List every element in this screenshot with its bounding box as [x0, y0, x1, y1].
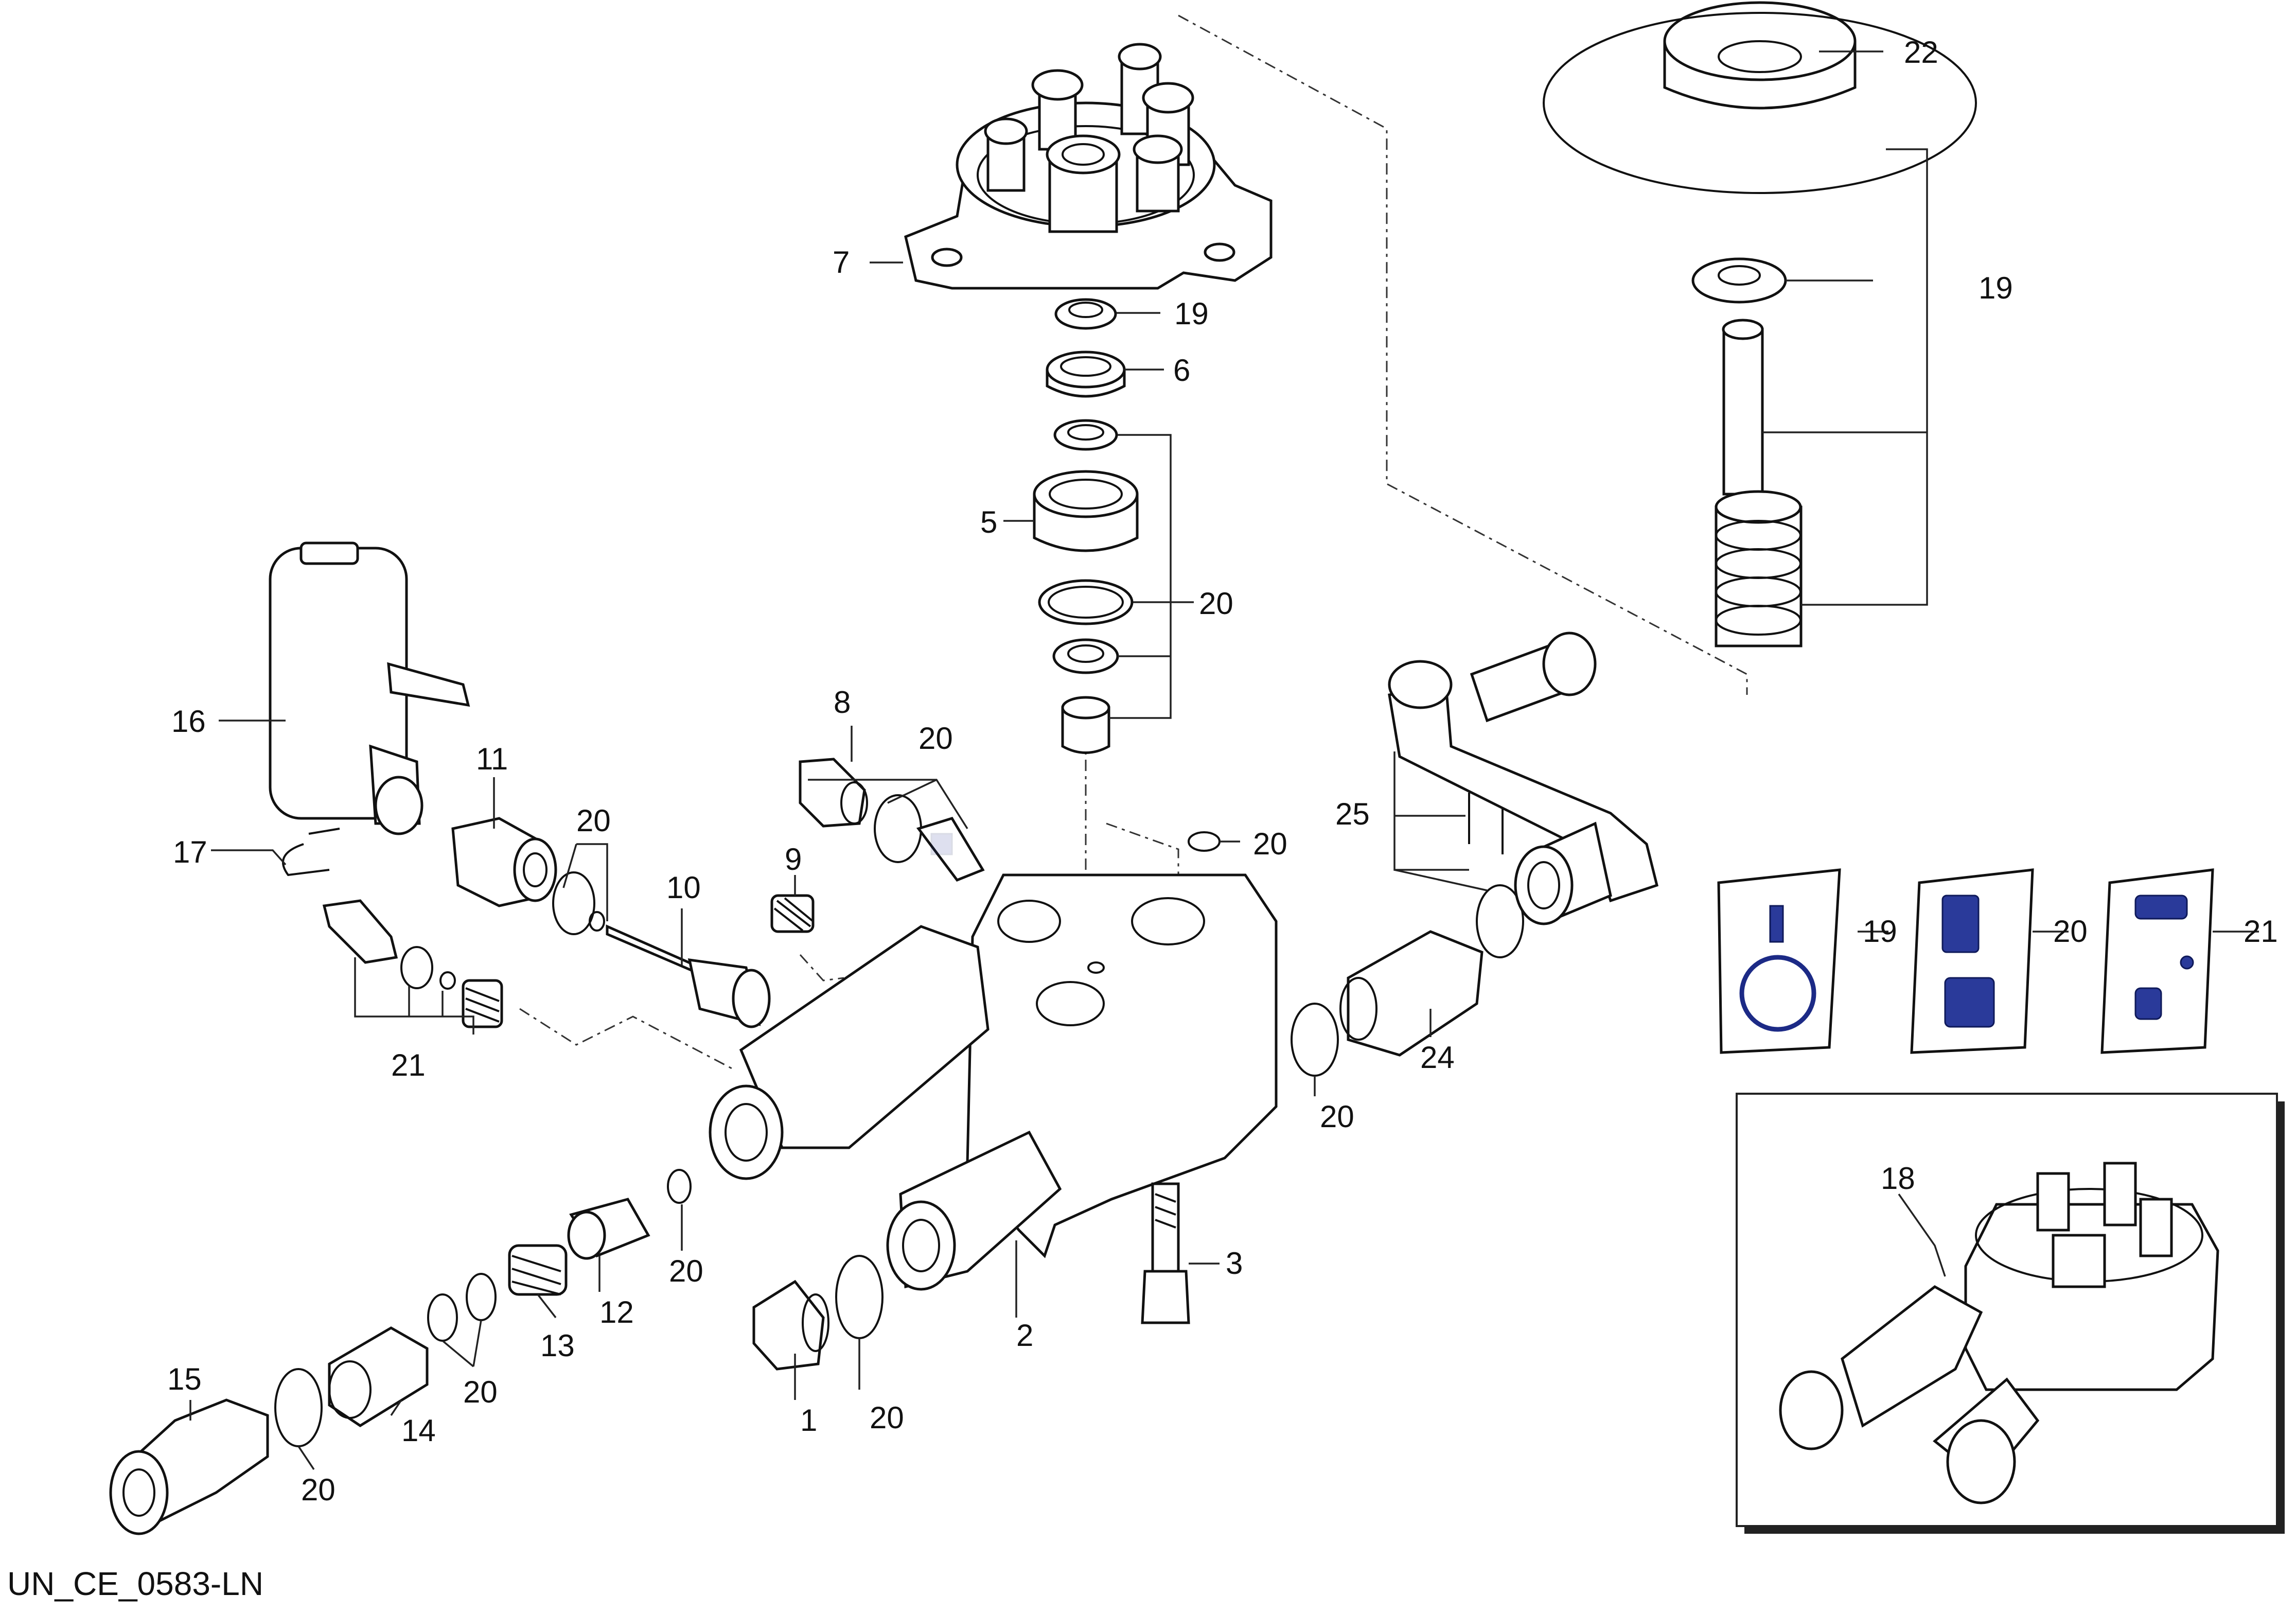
part-20-oring-8	[874, 794, 922, 863]
part-17-clip	[282, 828, 340, 877]
part-24-connector	[1339, 930, 1483, 1057]
inset-panel-18	[1736, 1093, 2285, 1534]
callout-19-top: 19	[1174, 296, 1209, 331]
callout-20-lower: 20	[463, 1375, 498, 1409]
callout-labels: 7 19 6 5 20 22 19 16 17 11 20 10 9 8 20 …	[167, 35, 2278, 1507]
part-20-small-oring-right	[1188, 831, 1221, 852]
bypass-pipe	[1388, 632, 1658, 925]
part-20-oring-24	[1291, 1003, 1339, 1077]
part-20-orings-left-top	[552, 871, 605, 935]
part-1-plug	[752, 1280, 829, 1371]
part-12-piston	[567, 1198, 650, 1260]
callout-6: 6	[1173, 353, 1190, 388]
part-19-seal-stack	[1054, 298, 1117, 330]
callout-1: 1	[800, 1403, 817, 1438]
callout-21-kit: 21	[2244, 914, 2278, 949]
callout-19-right: 19	[1979, 271, 2013, 305]
part-21-inlet-fitting-set	[322, 899, 503, 1028]
callout-5: 5	[980, 505, 997, 539]
callout-20-right: 20	[1320, 1099, 1354, 1134]
part-20-oring-pipe	[1476, 884, 1524, 958]
callout-12: 12	[599, 1295, 634, 1329]
callout-20-kit: 20	[2053, 914, 2088, 949]
part-6-valve-seat	[1046, 351, 1126, 398]
callout-20-bottom: 20	[301, 1473, 335, 1507]
callout-14: 14	[401, 1413, 436, 1448]
part-16-pressure-switch	[269, 541, 470, 835]
kit-20-bag	[1910, 868, 2034, 1054]
callout-20-body: 20	[669, 1254, 703, 1288]
callout-20-small: 20	[1253, 827, 1287, 861]
callout-20-stack: 20	[1199, 586, 1233, 621]
callout-25: 25	[1335, 797, 1370, 831]
callout-13: 13	[540, 1328, 575, 1363]
part-20-valve-8	[916, 817, 985, 882]
callout-21: 21	[391, 1048, 426, 1082]
callout-22: 22	[1904, 35, 1938, 69]
part-13-spring	[508, 1244, 568, 1296]
part-11-fitting	[451, 817, 557, 907]
kit-21-bag	[2100, 868, 2214, 1054]
part-14-spacer	[328, 1326, 429, 1427]
assembly-guide-lines	[519, 14, 1748, 1072]
callout-19-kit: 19	[1863, 914, 1897, 949]
callout-7: 7	[833, 245, 850, 279]
part-7-cylinder-head-cover	[904, 43, 1273, 290]
part-20-oring-lower-c	[274, 1368, 323, 1447]
callout-15: 15	[167, 1362, 202, 1396]
part-5-seal-retainer-stack	[1033, 419, 1139, 754]
part-2-manifold-body	[709, 873, 1278, 1291]
callout-9: 9	[785, 842, 802, 877]
callout-8: 8	[834, 685, 851, 720]
drawing-code: UN_CE_0583-LN	[7, 1565, 264, 1602]
part-19-valve-assembly	[1691, 257, 1803, 647]
part-15-fitting	[109, 1398, 269, 1535]
leader-lines	[189, 50, 2259, 1470]
callout-11: 11	[476, 742, 508, 776]
part-20-oring-1	[835, 1255, 884, 1339]
callout-20-plug: 20	[870, 1400, 904, 1435]
kit-19-bag	[1717, 868, 1841, 1054]
part-8-plug	[799, 758, 868, 828]
callout-20-top-mid: 20	[919, 721, 953, 756]
part-20-orings-lower-b	[427, 1273, 497, 1342]
callout-2: 2	[1016, 1318, 1033, 1353]
part-20-oring-lower-a	[667, 1169, 692, 1204]
callout-10: 10	[666, 870, 701, 905]
part-3-bolt	[1141, 1182, 1190, 1324]
callout-18: 18	[1881, 1161, 1915, 1196]
callout-24: 24	[1420, 1040, 1455, 1075]
callout-17: 17	[173, 835, 207, 869]
part-9-spring	[770, 894, 815, 933]
part-22-bearing	[1543, 1, 1977, 194]
callout-3: 3	[1226, 1246, 1243, 1281]
callout-16: 16	[171, 704, 206, 739]
callout-20-left: 20	[576, 803, 611, 838]
part-10-unloader-stem	[606, 924, 771, 1028]
